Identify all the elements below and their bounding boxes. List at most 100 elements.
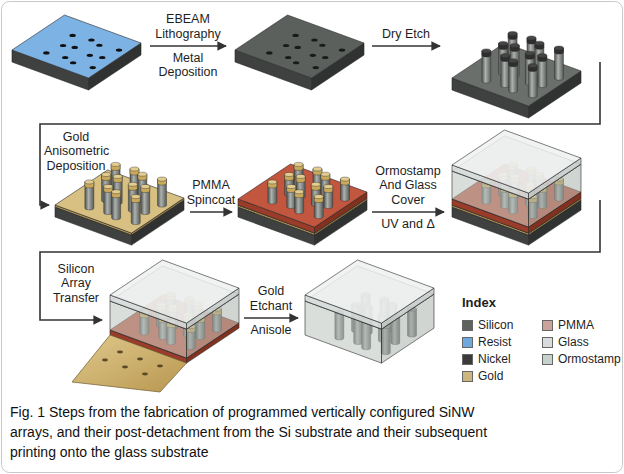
nanowire-top xyxy=(141,184,150,188)
legend-item: Resist xyxy=(462,335,511,349)
pattern-dot xyxy=(295,46,301,49)
legend-item: Glass xyxy=(542,335,589,349)
legend-text: Ormostamp xyxy=(558,352,621,366)
pattern-dot xyxy=(88,38,94,41)
legend-text: Gold xyxy=(478,369,503,383)
nanowire-top xyxy=(296,174,305,178)
process-arrow xyxy=(190,211,232,213)
glass-cover-top xyxy=(305,260,434,323)
silicon-nanowire xyxy=(501,55,510,87)
nanowire-top xyxy=(508,31,517,35)
legend-swatch xyxy=(542,320,553,331)
pattern-dot xyxy=(72,46,78,49)
nanowire-top xyxy=(501,53,510,57)
sheet-hole xyxy=(122,366,128,369)
legend-text: Silicon xyxy=(478,318,513,332)
nanowire-top xyxy=(138,172,147,176)
sheet-hole xyxy=(137,358,143,361)
legend-swatch xyxy=(462,337,473,348)
figure-caption: Fig. 1 Steps from the fabrication of pro… xyxy=(10,402,500,462)
pattern-dot xyxy=(99,56,105,59)
process-arrow xyxy=(40,200,600,320)
step-label: PMMA Spincoat xyxy=(182,178,240,207)
legend-swatch xyxy=(462,354,473,365)
legend-swatch xyxy=(542,354,553,365)
silicon-nanowire xyxy=(295,192,304,214)
pmma-coated-array xyxy=(238,162,367,245)
encapsulated-array xyxy=(452,130,581,245)
nanowire-top xyxy=(554,46,563,50)
silicon-nanowire xyxy=(482,51,491,83)
nanowire-top xyxy=(295,190,304,194)
nanowire-top xyxy=(104,184,113,188)
pattern-dot xyxy=(266,51,272,54)
sheet-hole xyxy=(102,359,108,362)
silicon-nanowire xyxy=(104,186,113,214)
gold-layer-top xyxy=(55,170,184,233)
pattern-dot xyxy=(285,56,291,59)
process-arrow xyxy=(372,45,440,47)
legend-item: Silicon xyxy=(462,318,513,332)
legend-item: Nickel xyxy=(462,352,511,366)
nanowire-top xyxy=(499,41,508,45)
process-arrow xyxy=(244,317,298,319)
nanowire-top xyxy=(285,172,294,176)
nanowire-top xyxy=(340,177,349,181)
step-label: Gold Anisometric Deposition xyxy=(44,130,108,173)
silicon-nanowire xyxy=(314,197,323,219)
silicon-nanowire xyxy=(85,182,94,210)
silicon-nanowire xyxy=(157,179,166,207)
step-label: Ormostamp And Glass Cover xyxy=(370,164,446,207)
nanowire-top xyxy=(113,174,122,178)
legend-text: Resist xyxy=(478,335,511,349)
etched-nanowires xyxy=(452,31,581,118)
legend-swatch xyxy=(462,371,473,382)
silicon-nanowire xyxy=(131,197,140,225)
nanowire-top xyxy=(102,172,111,176)
nanowire-top xyxy=(268,180,277,184)
step-label: Gold Etchant xyxy=(243,284,299,313)
wafer-top xyxy=(12,15,141,78)
nanowire-top xyxy=(482,49,491,53)
silicon-nanowire xyxy=(554,48,563,80)
pattern-dot xyxy=(339,48,345,51)
pattern-dot xyxy=(116,48,122,51)
legend-text: PMMA xyxy=(558,318,594,332)
step-label: Silicon Array Transfer xyxy=(44,262,108,305)
pattern-dot xyxy=(311,38,317,41)
nanowire-top xyxy=(538,53,547,57)
pmma-layer-top xyxy=(238,164,367,227)
nanowire-top xyxy=(509,59,518,63)
pattern-dot xyxy=(90,66,96,69)
legend-swatch xyxy=(542,337,553,348)
nanowire-top xyxy=(130,167,139,171)
nanowire-top xyxy=(510,43,519,47)
pattern-dot xyxy=(87,54,93,57)
silicon-nanowire xyxy=(528,66,537,98)
pattern-dot xyxy=(283,44,289,47)
step-label: UV and Δ xyxy=(370,217,446,231)
step-label: EBEAM Lithography xyxy=(151,12,225,41)
peeling-gold-sheet xyxy=(72,335,187,392)
pattern-dot xyxy=(43,51,49,54)
silicon-nanowire xyxy=(287,186,296,208)
nanowire-top xyxy=(85,180,94,184)
pattern-dot xyxy=(69,34,75,37)
process-arrow xyxy=(372,211,444,213)
step-label: Metal Deposition xyxy=(151,51,225,80)
sheet-hole xyxy=(142,373,148,376)
pattern-dot xyxy=(293,61,299,64)
glass-cover-top xyxy=(110,260,239,323)
nanowire-top xyxy=(527,36,536,40)
process-arrow xyxy=(150,45,226,47)
nanowire-top xyxy=(324,184,333,188)
masked-wafer xyxy=(235,15,364,90)
wafer-top xyxy=(452,43,581,106)
process-arrow xyxy=(40,62,600,205)
step-label: Anisole xyxy=(243,323,299,337)
legend-text: Nickel xyxy=(478,352,511,366)
silicon-nanowire xyxy=(340,179,349,201)
legend-item: PMMA xyxy=(542,318,594,332)
